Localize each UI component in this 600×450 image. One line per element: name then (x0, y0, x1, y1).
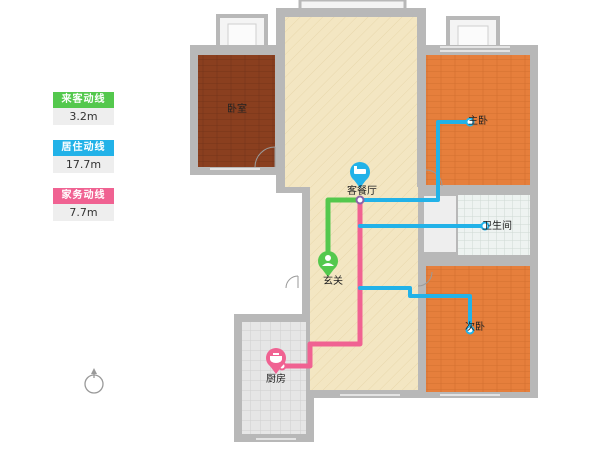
living-dining-floor (285, 17, 417, 187)
legend-label: 家务动线 (53, 188, 114, 204)
doors (254, 146, 443, 289)
sofa-icon (350, 162, 370, 188)
legend-guest-route: 来客动线 3.2m (53, 92, 114, 125)
legend-label: 居住动线 (53, 140, 114, 156)
label-kitchen: 厨房 (266, 372, 286, 385)
legend-living-route: 居住动线 17.7m (53, 140, 114, 173)
chore-route (279, 197, 363, 369)
legend-value: 17.7m (53, 156, 114, 173)
label-second-bedroom: 卧室 (227, 102, 247, 115)
legend-value: 3.2m (53, 108, 114, 125)
label-master-bedroom: 主卧 (468, 114, 488, 127)
kitchen-floor (242, 322, 306, 434)
compass-icon (84, 368, 104, 394)
legend-chore-route: 家务动线 7.7m (53, 188, 114, 221)
windows (210, 46, 510, 440)
living-route (358, 120, 487, 330)
person-icon (318, 251, 338, 277)
label-bathroom: 卫生间 (482, 219, 512, 232)
legend-label: 来客动线 (53, 92, 114, 108)
label-entrance: 玄关 (323, 274, 343, 287)
label-small-bedroom: 次卧 (465, 320, 485, 333)
small-bedroom-floor (426, 266, 530, 392)
legend-value: 7.7m (53, 204, 114, 221)
label-living-dining: 客餐厅 (347, 184, 377, 197)
guest-route (325, 197, 363, 268)
second-bedroom-floor (198, 55, 275, 167)
pot-icon (266, 348, 286, 374)
